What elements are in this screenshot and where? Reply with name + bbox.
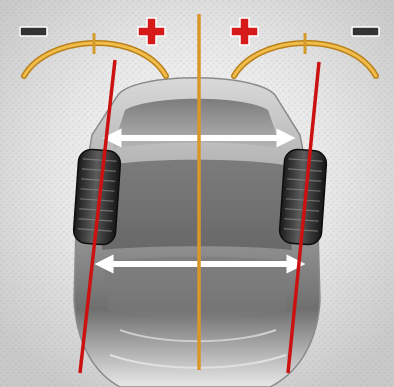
minus-icon (20, 27, 47, 36)
car-windshield (112, 99, 282, 150)
car-cabin (102, 160, 292, 250)
minus-icon (352, 27, 379, 36)
